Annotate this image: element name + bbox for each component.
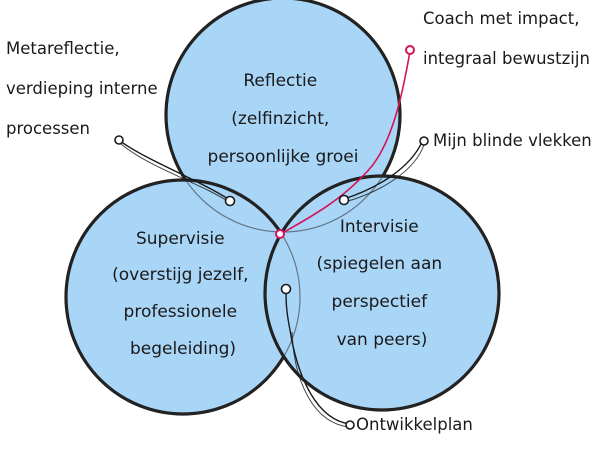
circle-intervisie-outline <box>264 175 500 411</box>
circle-supervisie-outline <box>65 179 301 415</box>
node-metareflectie <box>224 195 236 207</box>
nodes <box>114 45 429 430</box>
reflectie-label: Reflectie (zelfinzicht, persoonlijke gro… <box>208 71 359 167</box>
leader-lines <box>119 50 425 428</box>
intervisie-label: Intervisie (spiegelen aan perspectief va… <box>316 217 447 350</box>
node-coach-center <box>275 229 285 239</box>
leader-ontwikkelplan-sketch <box>291 331 351 428</box>
coach-callout: Coach met impact, integraal bewustzijn <box>423 9 590 68</box>
ontwikkelplan-callout: Ontwikkelplan <box>356 415 473 434</box>
node-ontwikkelplan-end <box>345 420 355 430</box>
node-blinde-vlekken <box>338 194 350 206</box>
metareflectie-callout: Metareflectie, verdieping interne proces… <box>6 39 163 138</box>
supervisie-label: Supervisie (overstijg jezelf, profession… <box>112 229 254 359</box>
leader-coach <box>280 50 411 235</box>
leader-metareflectie-sketch <box>120 143 232 204</box>
blinde-vlekken-callout: Mijn blinde vlekken <box>433 131 592 150</box>
node-ontwikkelplan <box>280 283 292 295</box>
leader-blinde-vlekken-sketch <box>344 144 425 203</box>
node-coach-end <box>405 45 415 55</box>
node-metareflectie-end <box>114 135 124 145</box>
leader-blinde-vlekken <box>343 141 423 200</box>
circles <box>64 0 501 416</box>
node-blinde-vlekken-end <box>419 136 429 146</box>
leader-metareflectie <box>119 140 231 201</box>
